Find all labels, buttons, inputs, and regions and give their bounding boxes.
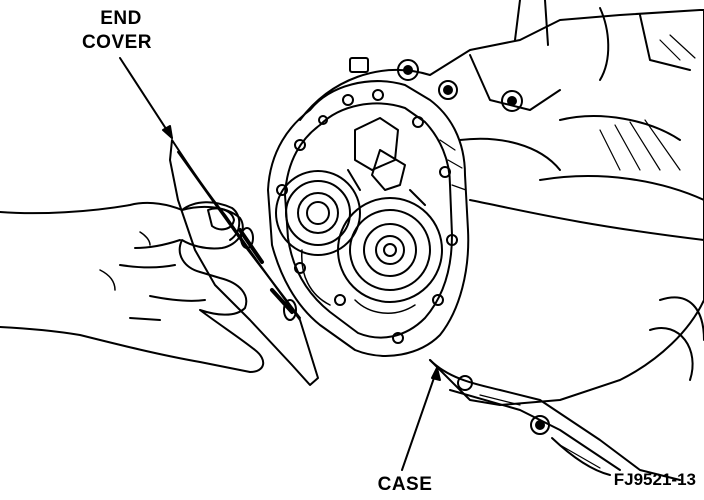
case-arrowhead bbox=[431, 367, 441, 381]
case-body bbox=[299, 0, 704, 406]
end-cover-arrowhead bbox=[162, 125, 173, 139]
figure-id-label: FJ9521-13 bbox=[613, 470, 696, 489]
lower-flange bbox=[429, 359, 681, 481]
case-leader bbox=[401, 374, 436, 471]
end-cover-label-line1: END bbox=[100, 8, 142, 29]
end-cover-label-line2: COVER bbox=[81, 32, 153, 53]
case-mating-face bbox=[267, 80, 470, 357]
figure-id-leader bbox=[551, 437, 611, 476]
case-label: CASE bbox=[377, 474, 433, 495]
leader-lines bbox=[119, 57, 611, 476]
end-cover-plate bbox=[169, 139, 319, 386]
hand bbox=[0, 201, 265, 373]
end-cover-leader bbox=[119, 57, 173, 139]
